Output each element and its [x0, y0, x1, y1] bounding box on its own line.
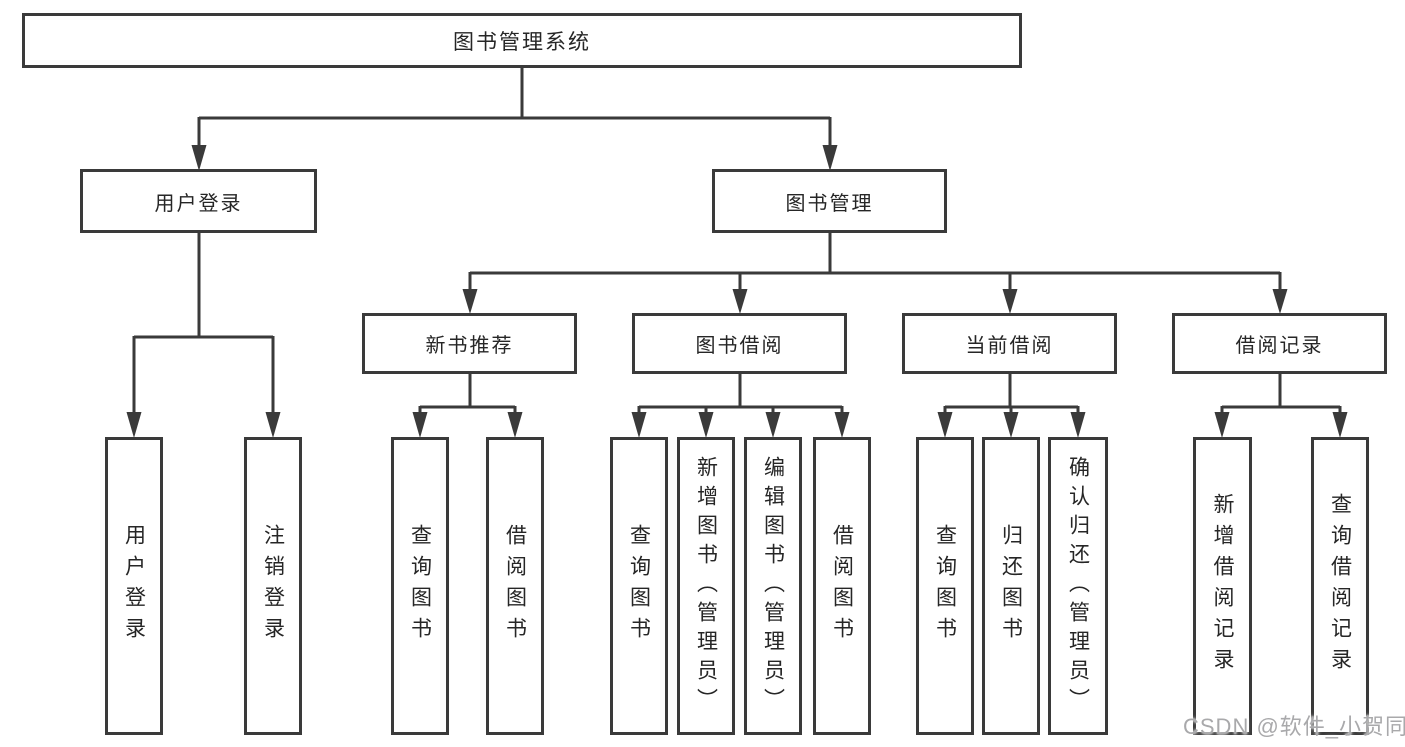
leaf-records-query-record: 查询借阅记录	[1311, 437, 1369, 735]
leaf-newbook-query-books: 查询图书	[391, 437, 449, 735]
node-current-borrowing: 当前借阅	[902, 313, 1117, 374]
leaf-borrow-query-books: 查询图书	[610, 437, 668, 735]
watermark-text: CSDN @软件_小贺同学	[1183, 714, 1405, 739]
leaf-borrow-borrow-books: 借阅图书	[813, 437, 871, 735]
leaf-current-return-books: 归还图书	[982, 437, 1040, 735]
node-new-book-recommend: 新书推荐	[362, 313, 577, 374]
node-user-login: 用户登录	[80, 169, 317, 233]
leaf-user-login: 用户登录	[105, 437, 163, 735]
node-book-management: 图书管理	[712, 169, 947, 233]
leaf-borrow-add-books-admin: 新增图书（管理员）	[677, 437, 735, 735]
leaf-newbook-borrow-books: 借阅图书	[486, 437, 544, 735]
node-root: 图书管理系统	[22, 13, 1022, 68]
node-borrowing-records: 借阅记录	[1172, 313, 1387, 374]
leaf-logout: 注销登录	[244, 437, 302, 735]
leaf-current-query-books: 查询图书	[916, 437, 974, 735]
leaf-borrow-edit-books-admin: 编辑图书（管理员）	[744, 437, 802, 735]
node-book-borrowing: 图书借阅	[632, 313, 847, 374]
leaf-records-add-record: 新增借阅记录	[1193, 437, 1252, 735]
leaf-current-confirm-return-admin: 确认归还（管理员）	[1048, 437, 1108, 735]
